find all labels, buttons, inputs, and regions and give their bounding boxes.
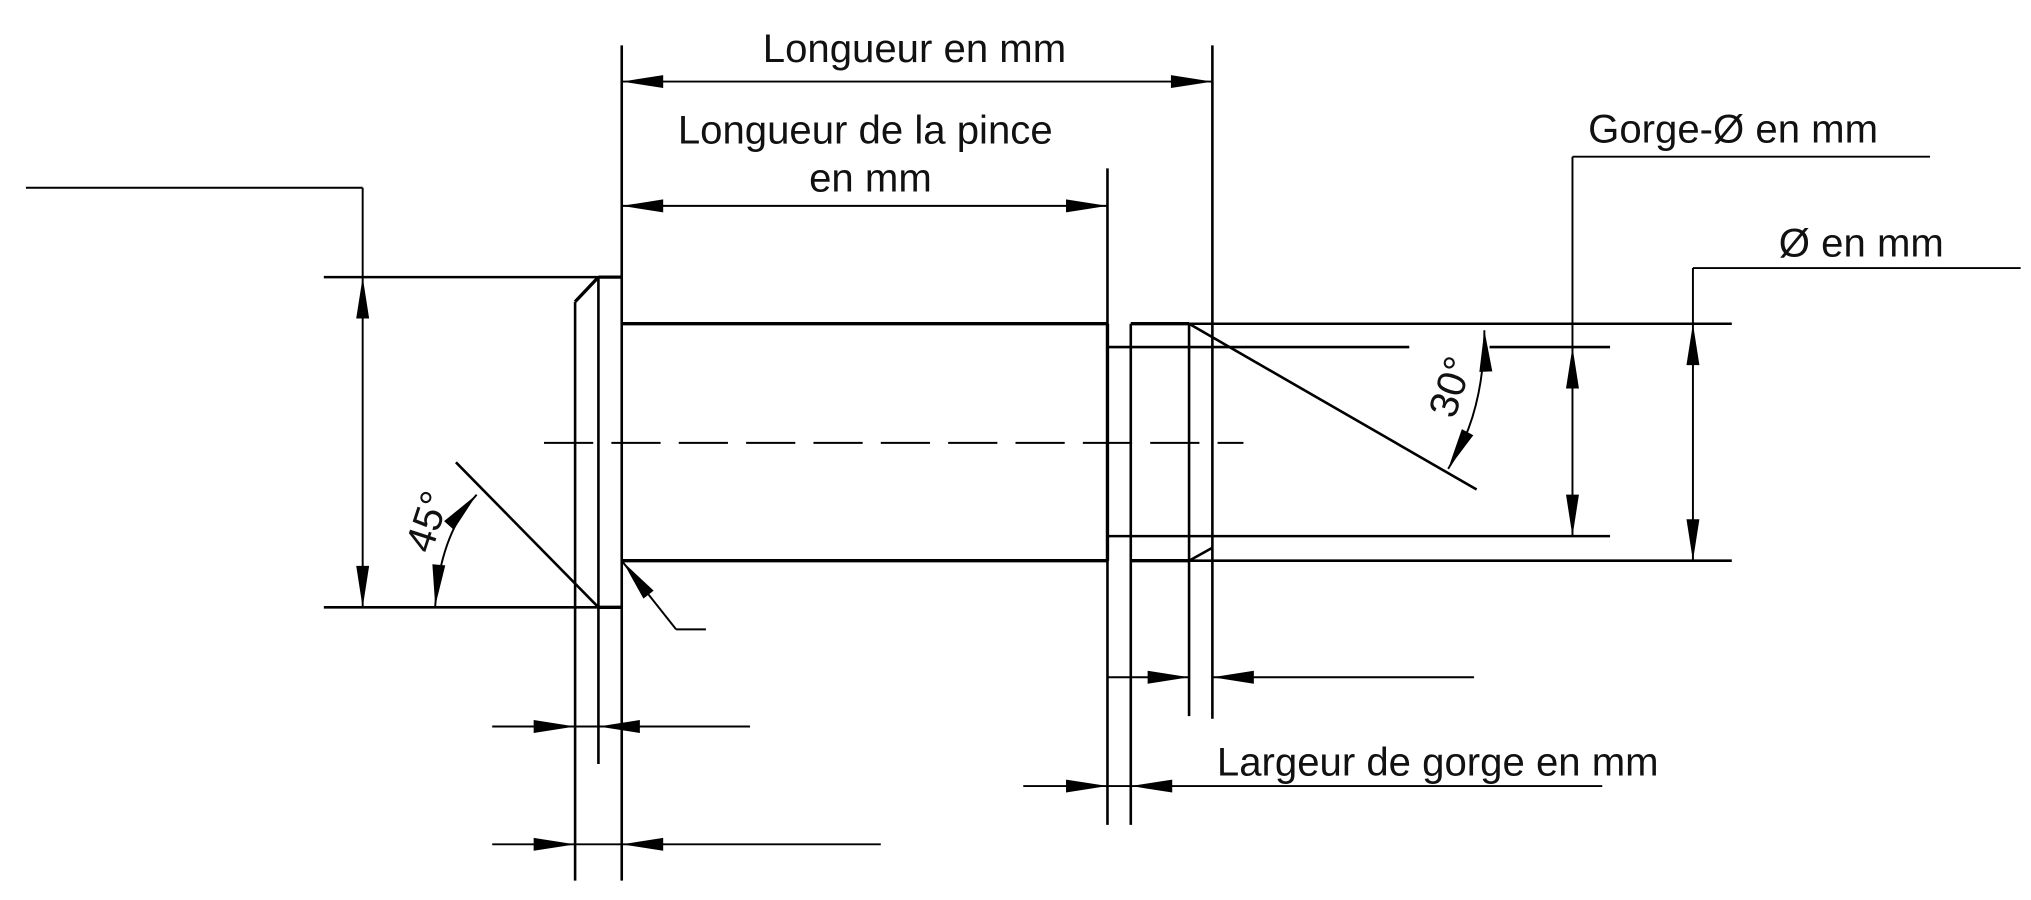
arrowhead <box>621 837 664 851</box>
drawing-line <box>1188 322 1478 491</box>
drawing-lines <box>25 45 2021 881</box>
label-clamp-length-1: Longueur de la pince <box>678 108 1053 153</box>
arrowhead <box>1686 519 1700 561</box>
drawing-line <box>455 461 600 609</box>
arrowhead <box>621 75 664 89</box>
arrowhead <box>1170 75 1213 89</box>
arrowhead <box>623 562 654 599</box>
arrowhead <box>533 720 576 733</box>
drawing-line <box>573 275 600 303</box>
arrowhead <box>1686 323 1700 366</box>
label-diameter: Ø en mm <box>1779 220 1944 265</box>
label-groove-diameter: Gorge-Ø en mm <box>1588 106 1878 151</box>
label-groove-width: Largeur de gorge en mm <box>1217 740 1659 785</box>
arrowhead <box>1066 199 1108 213</box>
arrowhead <box>533 837 576 851</box>
arrowhead <box>1212 670 1254 684</box>
arrowhead <box>1066 779 1108 793</box>
label-angle-45: 45° <box>397 486 459 558</box>
arrowhead <box>1565 347 1579 389</box>
label-length: Longueur en mm <box>763 26 1066 71</box>
arrowhead <box>356 565 370 608</box>
label-clamp-length-2: en mm <box>809 156 932 201</box>
arrowhead <box>1130 779 1173 793</box>
arrowhead <box>621 199 664 213</box>
drawing-line <box>1188 546 1214 562</box>
arrowhead <box>598 720 640 733</box>
angle-arc-30 <box>1447 330 1486 470</box>
label-angle-30: 30° <box>1420 351 1482 423</box>
arrowhead <box>356 277 370 319</box>
angle-arc-45 <box>434 494 478 607</box>
arrowhead <box>1565 494 1579 537</box>
arrowhead <box>1147 670 1190 684</box>
dimension-arrows <box>356 75 1700 851</box>
